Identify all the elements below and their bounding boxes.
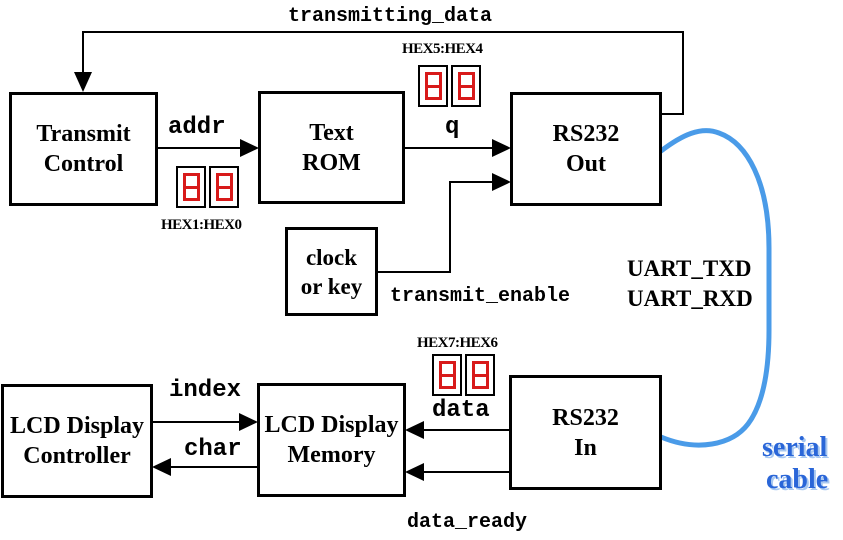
index-label: index <box>169 377 242 404</box>
rs232-in-box: RS232 In <box>509 375 662 490</box>
uart-txd-label: UART_TXD <box>627 256 752 281</box>
transmit-control-box: Transmit Control <box>9 92 158 206</box>
lcd-display-controller-label-line1: LCD Display <box>9 413 145 439</box>
hex7-hex6-display <box>432 354 495 396</box>
wire-transmitting-data-stub <box>661 113 684 115</box>
arrowhead-into-transmit-control <box>74 72 92 92</box>
wire-data <box>423 429 509 431</box>
addr-label: addr <box>168 114 226 141</box>
char-label: char <box>184 436 242 463</box>
lcd-display-memory-label-line2: Memory <box>287 442 376 468</box>
segment-eight-icon <box>424 72 442 100</box>
segment-eight-icon <box>471 361 489 389</box>
wire-data-ready <box>423 471 509 473</box>
arrowhead-char <box>152 458 171 476</box>
rs232-in-label-line1: RS232 <box>552 404 619 431</box>
wire-transmit-enable-bottom <box>377 271 451 273</box>
clock-or-key-label-line1: clock <box>305 244 358 270</box>
clock-or-key-box: clock or key <box>285 227 378 316</box>
wire-transmitting-data-right <box>682 31 684 115</box>
hex7-hex6-label: HEX7:HEX6 <box>417 335 498 351</box>
hex5-hex4-label: HEX5:HEX4 <box>402 41 483 57</box>
segment-eight-icon <box>182 173 200 201</box>
serial-cable-label-line2: cable <box>766 464 829 495</box>
text-rom-box: Text ROM <box>258 91 405 204</box>
wire-transmitting-data-left <box>82 31 84 77</box>
arrowhead-q <box>492 139 511 157</box>
arrowhead-transmit-enable <box>492 173 511 191</box>
transmit-control-label-line1: Transmit <box>36 121 131 147</box>
wire-transmit-enable-top <box>449 181 494 183</box>
hex1-hex0-label: HEX1:HEX0 <box>161 217 242 233</box>
hex1-hex0-display <box>176 166 239 208</box>
arrowhead-data-ready <box>405 463 424 481</box>
arrowhead-data <box>405 421 424 439</box>
seven-segment-digit-8 <box>432 354 462 396</box>
uart-rxd-label: UART_RXD <box>627 286 753 311</box>
text-rom-label-line2: ROM <box>302 149 361 176</box>
rs232-out-label-line1: RS232 <box>552 121 620 147</box>
rs232-out-box: RS232 Out <box>510 92 662 206</box>
seven-segment-digit-8 <box>451 65 481 107</box>
seven-segment-digit-8 <box>418 65 448 107</box>
seven-segment-digit-8 <box>209 166 239 208</box>
seven-segment-digit-8 <box>465 354 495 396</box>
serial-cable-label-line1: serial <box>762 432 828 463</box>
wire-index <box>152 421 241 423</box>
segment-eight-icon <box>215 173 233 201</box>
data-ready-label: data_ready <box>407 511 528 534</box>
clock-or-key-label-line2: or key <box>300 273 363 299</box>
seven-segment-digit-8 <box>176 166 206 208</box>
wire-addr <box>157 147 243 149</box>
transmit-control-label-line2: Control <box>43 151 124 177</box>
wire-transmitting-data-top <box>82 31 684 33</box>
q-label: q <box>445 114 460 141</box>
segment-eight-icon <box>438 361 456 389</box>
segment-eight-icon <box>457 72 475 100</box>
arrowhead-addr <box>240 139 259 157</box>
data-label: data <box>432 397 490 424</box>
rs232-in-label-line2: In <box>574 434 597 461</box>
rs232-out-label-line2: Out <box>565 151 606 177</box>
text-rom-label-line1: Text <box>309 119 354 146</box>
lcd-display-controller-label-line2: Controller <box>23 443 131 469</box>
hex5-hex4-display <box>418 65 481 107</box>
wire-char <box>170 466 257 468</box>
wire-transmit-enable-vert <box>449 181 451 273</box>
transmitting-data-label: transmitting_data <box>288 5 493 28</box>
wire-q <box>404 147 494 149</box>
transmit-enable-label: transmit_enable <box>390 285 571 308</box>
lcd-display-memory-label-line1: LCD Display <box>264 412 399 438</box>
lcd-display-controller-box: LCD Display Controller <box>1 384 153 498</box>
arrowhead-index <box>239 413 258 431</box>
lcd-display-memory-box: LCD Display Memory <box>257 383 406 497</box>
